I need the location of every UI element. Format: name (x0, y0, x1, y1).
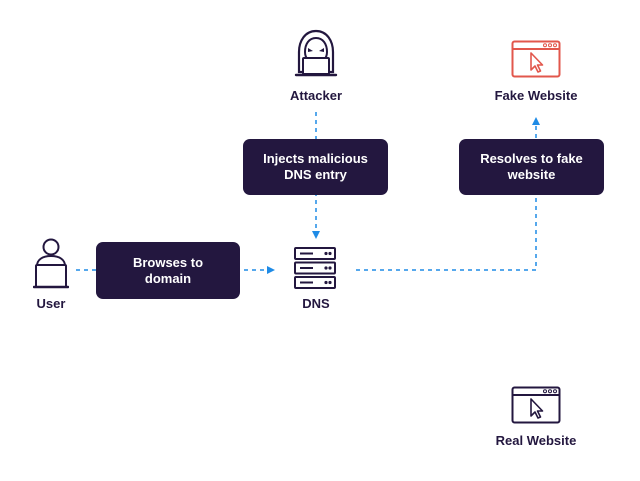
browse-line-1: Browses to (132, 254, 204, 270)
inject-dns-entry-box: Injects malicious DNS entry (243, 139, 388, 195)
resolve-line-2: website (507, 167, 556, 182)
user-laptop-icon (33, 238, 69, 289)
user-label: User (36, 296, 66, 311)
real-website-label: Real Website (495, 433, 577, 448)
inject-line-2: DNS entry (284, 167, 347, 182)
hooded-hacker-icon (294, 29, 338, 77)
resolve-line-1: Resolves to fake (480, 151, 583, 166)
dns-label: DNS (302, 296, 330, 311)
inject-line-1: Injects malicious (263, 151, 368, 166)
fake-website-label: Fake Website (494, 88, 578, 103)
attacker-label: Attacker (289, 88, 343, 103)
browse-line-2: domain (144, 270, 192, 286)
real-website-browser-icon (511, 386, 561, 424)
browses-to-domain-box: Browses to domain (96, 242, 240, 299)
server-rack-icon (294, 247, 336, 289)
fake-website-browser-icon (511, 40, 561, 78)
resolves-to-fake-box: Resolves to fake website (459, 139, 604, 195)
